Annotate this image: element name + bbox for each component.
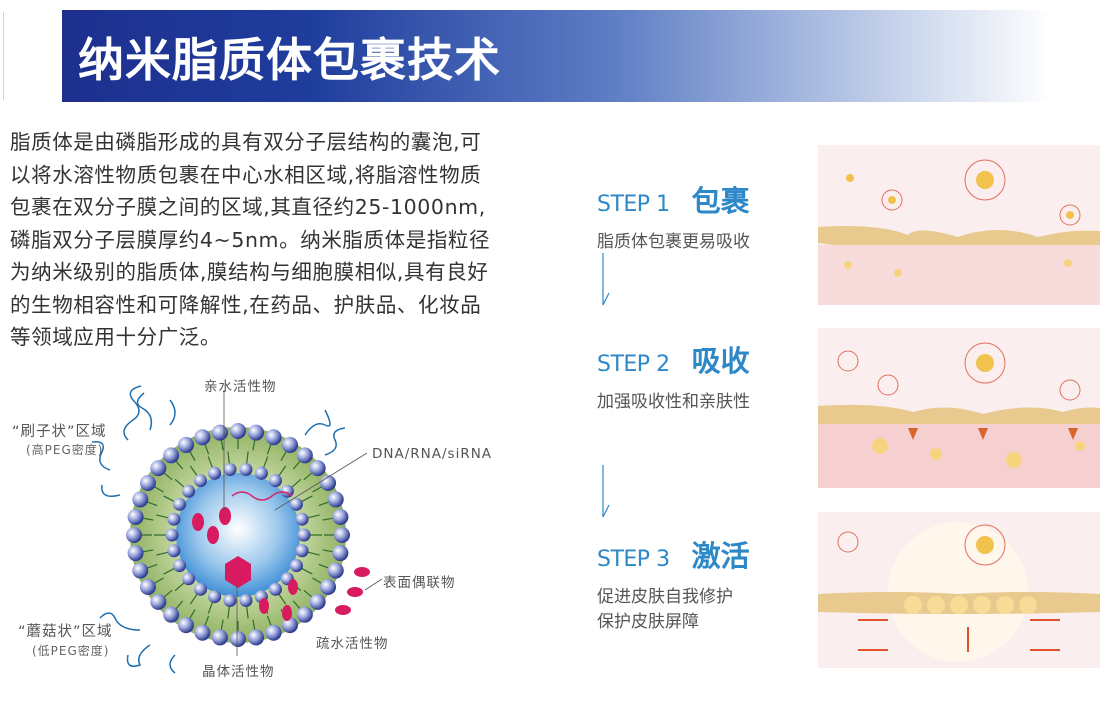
phospholipid-head [289, 559, 303, 573]
step-desc-line1: 促进皮肤自我修护 [597, 587, 733, 607]
dna-helix [231, 491, 293, 501]
phospholipid-head [230, 631, 246, 647]
phospholipid-head [211, 629, 228, 646]
phospholipid-head [178, 436, 194, 453]
label-surface: 表面偶联物 [383, 575, 456, 591]
step-desc: 脂质体包裹更易吸收 [597, 232, 750, 252]
phospholipid-head [327, 562, 344, 579]
phospholipid-head [254, 466, 268, 480]
step-title: 吸收 [691, 344, 750, 378]
step-number: STEP 3 [597, 547, 670, 572]
phospholipid-head [132, 491, 149, 508]
step-1: STEP 1 包裹 脂质体包裹更易吸收 [597, 178, 750, 255]
phospholipid-head [282, 436, 298, 453]
step-number: STEP 1 [597, 192, 670, 217]
phospholipid-head [194, 582, 208, 596]
skin-panel-absorb [818, 328, 1100, 488]
step-number: STEP 2 [597, 352, 670, 377]
crystal-icon [225, 556, 251, 588]
divider [3, 12, 4, 100]
phospholipid-head [150, 460, 167, 477]
intro-paragraph: 脂质体是由磷脂形成的具有双分子层结构的囊泡,可以将水溶性物质包裹在中心水相区域,… [10, 130, 491, 349]
phospholipid-head [295, 512, 309, 526]
phospholipid-head [208, 466, 222, 480]
label-crystal: 晶体活性物 [202, 664, 275, 680]
skin-panel-wrap [818, 145, 1100, 305]
label-brush-sub: (高PEG密度) [26, 443, 104, 457]
phospholipid-head [182, 484, 196, 498]
phospholipid-head [126, 527, 142, 543]
phospholipid-head [296, 447, 313, 464]
phospholipid-head [332, 545, 349, 562]
phospholipid-head [320, 579, 337, 595]
phospholipid-head [282, 617, 298, 634]
phospholipid-head [194, 429, 211, 446]
label-mushroom-region: “蘑菇状”区域 [18, 624, 113, 640]
phospholipid-head [163, 447, 180, 464]
phospholipid-head [173, 497, 187, 511]
phospholipid-head [309, 593, 326, 610]
phospholipid-head [167, 512, 181, 526]
phospholipid-head [248, 424, 265, 441]
hydrophilic-molecules [192, 507, 370, 621]
phospholipid-head [332, 508, 349, 525]
phospholipid-head [132, 562, 149, 579]
phospholipid-head [268, 474, 282, 488]
phospholipid-head [167, 544, 181, 558]
liposome-diagram: 亲水活性物 “刷子状”区域 (高PEG密度) DNA/RNA/siRNA 表面偶… [0, 360, 500, 690]
phospholipid-head [320, 475, 337, 491]
page-title: 纳米脂质体包裹技术 [78, 33, 501, 87]
phospholipid-head [178, 617, 194, 634]
phospholipid-head [230, 423, 246, 439]
phospholipid-head [163, 606, 180, 623]
phospholipid-head [297, 528, 311, 542]
phospholipid-head [127, 545, 144, 562]
step-3: STEP 3 激活 促进皮肤自我修护保护皮肤屏障 [597, 533, 750, 635]
phospholipid-head [127, 508, 144, 525]
phospholipid-head [150, 593, 167, 610]
label-brush-region: “刷子状”区域 [12, 424, 107, 440]
phospholipid-head [208, 590, 222, 604]
phospholipid-head [296, 606, 313, 623]
title-banner: 纳米脂质体包裹技术 [62, 10, 1052, 102]
label-mushroom-sub: (低PEG密度) [32, 644, 110, 658]
step-desc-line2: 保护皮肤屏障 [597, 612, 699, 632]
phospholipid-head [289, 497, 303, 511]
label-hydrophilic: 亲水活性物 [204, 379, 277, 395]
phospholipid-head [295, 544, 309, 558]
phospholipid-head [173, 559, 187, 573]
step-title: 包裹 [691, 184, 750, 218]
phospholipid-head [182, 572, 196, 586]
phospholipid-head [239, 594, 253, 608]
phospholipid-head [239, 462, 253, 476]
phospholipid-head [165, 528, 179, 542]
aqueous-core [176, 473, 300, 597]
liposome-illustration [91, 385, 383, 674]
phospholipid-head [334, 527, 350, 543]
phospholipid-head [265, 624, 282, 641]
phospholipid-head [268, 582, 282, 596]
phospholipid-head [139, 475, 156, 491]
phospholipid-head [248, 629, 265, 646]
label-nucleic: DNA/RNA/siRNA [372, 446, 493, 462]
arrow-down-icon [602, 465, 610, 518]
phospholipid-head [139, 579, 156, 595]
phospholipid-head [223, 462, 237, 476]
phospholipid-head [327, 491, 344, 508]
step-title: 激活 [691, 539, 750, 573]
label-hydrophobic: 疏水活性物 [316, 636, 389, 652]
skin-panel-activate [818, 512, 1100, 668]
step-desc: 加强吸收性和亲肤性 [597, 392, 750, 412]
phospholipid-head [211, 424, 228, 441]
phospholipid-head [265, 429, 282, 446]
phospholipid-head [309, 460, 326, 477]
phospholipid-head [223, 594, 237, 608]
step-2: STEP 2 吸收 加强吸收性和亲肤性 [597, 338, 750, 415]
phospholipid-head [194, 624, 211, 641]
peg-chains [91, 385, 346, 674]
phospholipid-head [194, 474, 208, 488]
arrow-down-icon [602, 253, 610, 306]
step-desc: 促进皮肤自我修护保护皮肤屏障 [597, 585, 750, 635]
